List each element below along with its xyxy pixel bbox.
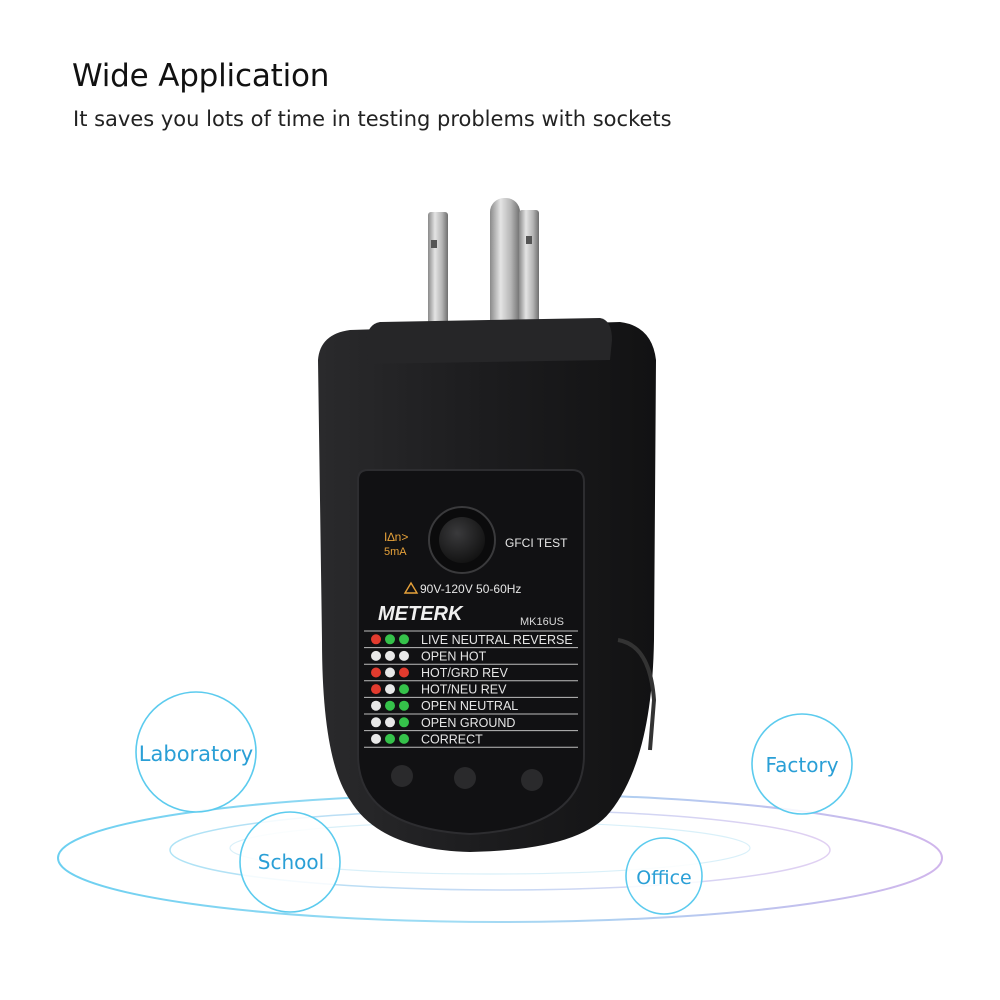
indicator-led [371,684,381,695]
indicator-led [399,717,409,728]
indicator-label: OPEN HOT [421,649,487,663]
current-symbol: I∆n> [384,530,408,544]
indicator-led [385,700,395,711]
indicator-led [385,733,395,744]
indicator-led [385,717,395,728]
rating-row: 90V-120V 50-60Hz [403,581,521,596]
indicator-led [385,684,395,695]
indicator-label: HOT/NEU REV [421,683,507,697]
page-subtitle: It saves you lots of time in testing pro… [73,107,672,131]
indicator-led [371,700,381,711]
indicator-led [371,667,381,678]
indicator-label: OPEN GROUND [421,716,515,730]
model-label: MK16US [520,616,564,628]
indicator-led [399,667,409,678]
indicator-label: HOT/GRD REV [421,666,508,680]
badge-school-label: School [258,850,324,874]
indicator-led [399,634,409,645]
plug-prongs [428,198,539,336]
page-title: Wide Application [72,58,330,94]
badge-factory: Factory [751,713,853,815]
indicator-label: LIVE NEUTRAL REVERSE [421,633,573,647]
lamp-windows [391,765,543,791]
indicator-led [385,650,395,661]
indicator-led [385,634,395,645]
badge-office: Office [625,837,703,915]
indicator-label: CORRECT [421,732,483,746]
gfci-test-button[interactable] [428,506,496,574]
indicator-led [371,717,381,728]
gfci-test-label: GFCI TEST [505,536,568,550]
indicator-led [371,634,381,645]
indicator-table: LIVE NEUTRAL REVERSE OPEN HOT HOT/GRD REV H… [364,630,578,748]
badge-laboratory: Laboratory [135,691,257,813]
indicator-led [399,733,409,744]
current-value: 5mA [384,546,407,558]
indicator-led [385,667,395,678]
badge-laboratory-label: Laboratory [139,742,253,766]
indicator-label: OPEN NEUTRAL [421,699,518,713]
badge-factory-label: Factory [765,753,838,777]
brand-logo: METERK [378,603,464,625]
indicator-led [371,650,381,661]
rating-label: 90V-120V 50-60Hz [420,582,521,596]
warning-icon [403,581,419,594]
indicator-led [399,650,409,661]
badge-school: School [239,811,341,913]
indicator-led [399,684,409,695]
badge-office-label: Office [636,867,691,889]
indicator-led [371,733,381,744]
indicator-led [399,700,409,711]
